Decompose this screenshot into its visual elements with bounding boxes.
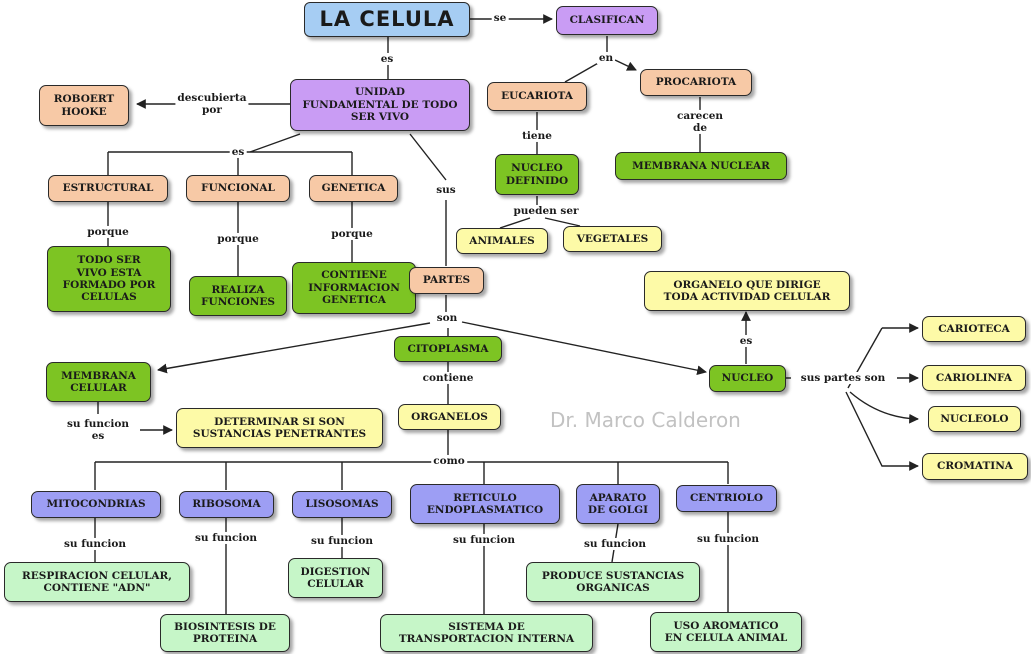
node-partes: PARTES: [409, 267, 484, 294]
label-su-funcion-mitocondrias: su funcion: [61, 537, 129, 551]
label-es-nucleo: es: [737, 334, 755, 348]
node-contiene-informacion: CONTIENE INFORMACION GENETICA: [292, 262, 416, 314]
node-nucleo: NUCLEO: [709, 365, 786, 392]
label-su-funcion-centriolo: su funcion: [694, 532, 762, 546]
node-nucleo-definido: NUCLEO DEFINIDO: [495, 154, 579, 195]
label-porque-2: porque: [215, 232, 261, 246]
node-roboert-hooke: ROBOERT HOOKE: [39, 85, 129, 126]
label-su-funcion-es: su funcion es: [64, 417, 132, 443]
label-se: se: [491, 11, 509, 25]
node-determinar: DETERMINAR SI SON SUSTANCIAS PENETRANTES: [176, 408, 383, 448]
node-carioteca: CARIOTECA: [922, 316, 1026, 342]
node-procariota: PROCARIOTA: [640, 69, 752, 96]
node-ribosoma: RIBOSOMA: [179, 491, 274, 518]
node-vegetales: VEGETALES: [563, 226, 662, 252]
node-la-celula: LA CELULA: [304, 2, 470, 37]
label-son: son: [434, 311, 460, 325]
node-clasifican: CLASIFICAN: [556, 6, 658, 35]
node-membrana-celular: MEMBRANA CELULAR: [46, 362, 151, 402]
node-genetica: GENETICA: [309, 175, 398, 202]
node-estructural: ESTRUCTURAL: [48, 175, 168, 202]
node-funcional: FUNCIONAL: [186, 175, 290, 202]
node-citoplasma: CITOPLASMA: [394, 336, 502, 362]
node-respiracion-celular: RESPIRACION CELULAR, CONTIENE "ADN": [4, 562, 190, 602]
node-organelos: ORGANELOS: [398, 404, 501, 430]
watermark: Dr. Marco Calderon: [550, 408, 741, 432]
node-unidad-fundamental: UNIDAD FUNDAMENTAL DE TODO SER VIVO: [290, 79, 470, 131]
label-su-funcion-ribosoma: su funcion: [192, 531, 260, 545]
label-es-top: es: [378, 52, 396, 66]
node-todo-ser-vivo: TODO SER VIVO ESTA FORMADO POR CELULAS: [47, 246, 171, 312]
node-produce-sustancias: PRODUCE SUSTANCIAS ORGANICAS: [526, 562, 700, 602]
label-sus: sus: [434, 183, 458, 197]
label-pueden-ser: pueden ser: [511, 204, 581, 218]
label-como: como: [431, 454, 467, 468]
node-membrana-nuclear: MEMBRANA NUCLEAR: [615, 152, 787, 180]
node-digestion-celular: DIGESTION CELULAR: [288, 558, 383, 598]
node-aparato-de-golgi: APARATO DE GOLGI: [576, 484, 660, 524]
node-cariolinfa: CARIOLINFA: [922, 365, 1026, 391]
node-realiza-funciones: REALIZA FUNCIONES: [189, 276, 287, 316]
label-en: en: [596, 51, 616, 65]
label-carecen-de: carecen de: [674, 109, 726, 135]
node-eucariota: EUCARIOTA: [487, 82, 587, 111]
label-sus-partes-son: sus partes son: [798, 371, 888, 385]
node-cromatina: CROMATINA: [922, 453, 1028, 480]
node-lisosomas: LISOSOMAS: [292, 491, 392, 518]
node-centriolo: CENTRIOLO: [676, 485, 777, 512]
label-porque-1: porque: [85, 225, 131, 239]
node-reticulo-endoplasmatico: RETICULO ENDOPLASMATICO: [410, 484, 560, 524]
node-sistema-transportacion: SISTEMA DE TRANSPORTACION INTERNA: [380, 614, 593, 652]
label-contiene: contiene: [420, 371, 476, 385]
node-biosintesis: BIOSINTESIS DE PROTEINA: [160, 614, 290, 652]
label-tiene: tiene: [520, 129, 554, 143]
label-descubierta-por: descubierta por: [175, 91, 249, 117]
node-nucleolo: NUCLEOLO: [928, 406, 1021, 432]
label-su-funcion-reticulo: su funcion: [450, 533, 518, 547]
label-su-funcion-golgi: su funcion: [581, 537, 649, 551]
node-animales: ANIMALES: [456, 228, 548, 254]
label-su-funcion-lisosomas: su funcion: [308, 534, 376, 548]
node-mitocondrias: MITOCONDRIAS: [31, 491, 161, 518]
node-uso-aromatico: USO AROMATICO EN CELULA ANIMAL: [650, 612, 802, 652]
node-organelo-dirige: ORGANELO QUE DIRIGE TODA ACTIVIDAD CELUL…: [644, 271, 850, 311]
label-es-mid: es: [229, 145, 247, 159]
label-porque-3: porque: [329, 227, 375, 241]
